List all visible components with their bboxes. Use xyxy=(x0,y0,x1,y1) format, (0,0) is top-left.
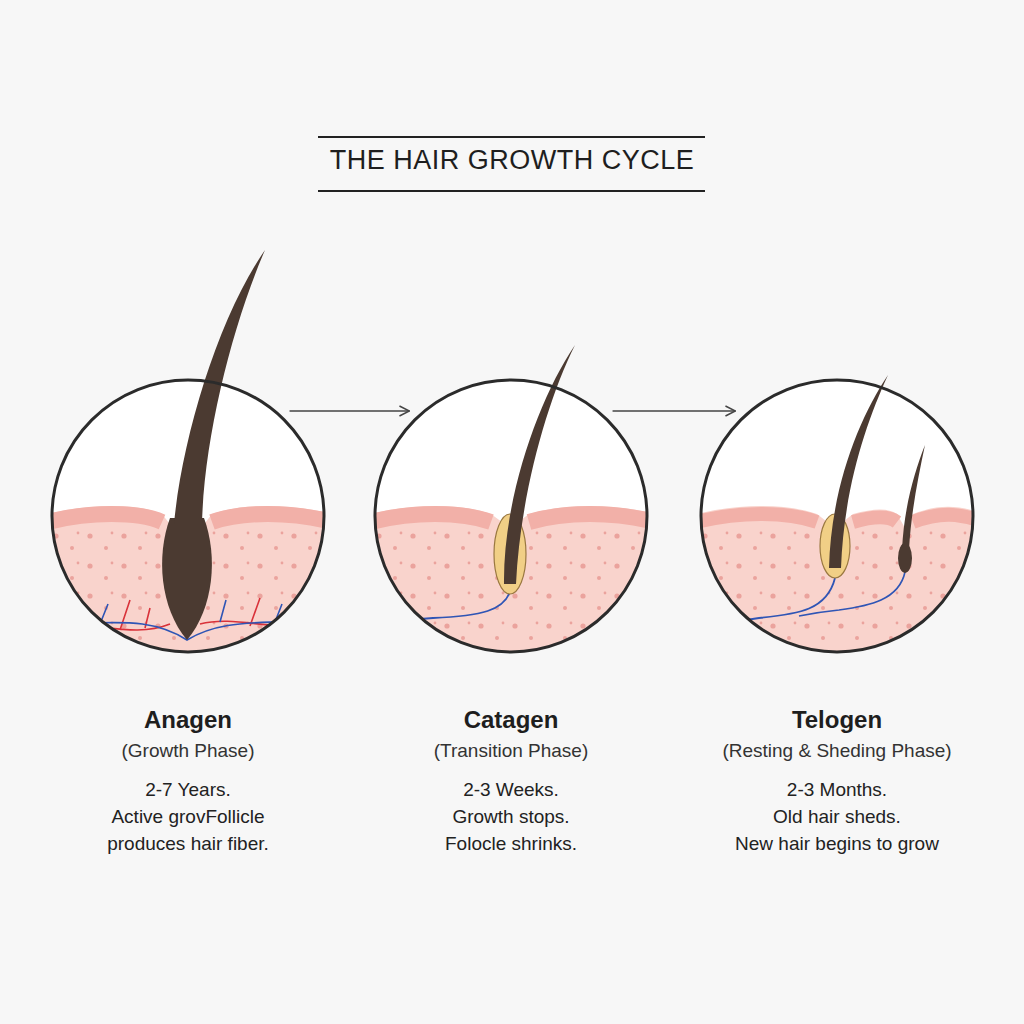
phase-subtitle: (Resting & Sheding Phase) xyxy=(672,740,1002,762)
phase-description: Growth stops. xyxy=(401,803,621,830)
phase-text-block: Catagen (Transition Phase) 2-3 Weeks.Growt… xyxy=(346,706,676,857)
phase-subtitle: (Growth Phase) xyxy=(23,740,353,762)
phase-text-block: Telogen (Resting & Sheding Phase) 2-3 Mont… xyxy=(672,706,1002,857)
phase-description: Folocle shrinks. xyxy=(401,830,621,857)
phase-arrow xyxy=(290,410,410,412)
title-rule xyxy=(318,136,705,138)
phase-description: 2-7 Years. xyxy=(78,776,298,803)
anagen-illustration xyxy=(40,250,340,668)
phase-description: Active grovFollicle produces hair fiber. xyxy=(78,803,298,857)
telogen-illustration xyxy=(689,375,989,668)
phase-text-block: Anagen (Growth Phase) 2-7 Years.Active gro… xyxy=(23,706,353,857)
phase-name: Telogen xyxy=(672,706,1002,734)
phase-name: Catagen xyxy=(346,706,676,734)
phase-arrow xyxy=(613,410,736,412)
phase-subtitle: (Transition Phase) xyxy=(346,740,676,762)
catagen-illustration xyxy=(363,345,663,668)
phase-description: Old hair sheds. xyxy=(727,803,947,830)
phase-description: 2-3 Weeks. xyxy=(401,776,621,803)
phase-description: 2-3 Months. xyxy=(727,776,947,803)
title-rule xyxy=(318,190,705,192)
phase-circle: Telogen(Resting & Sheding Phase)2-3 Mont… xyxy=(699,378,975,654)
phase-circle: Anagen(Growth Phase)2-7 Years.Active gro… xyxy=(50,378,326,654)
phase-description: New hair begins to grow xyxy=(727,830,947,857)
diagram-title: THE HAIR GROWTH CYCLE xyxy=(212,145,812,176)
phase-name: Anagen xyxy=(23,706,353,734)
phase-circle: Catagen(Transition Phase)2-3 Weeks.Growt… xyxy=(373,378,649,654)
